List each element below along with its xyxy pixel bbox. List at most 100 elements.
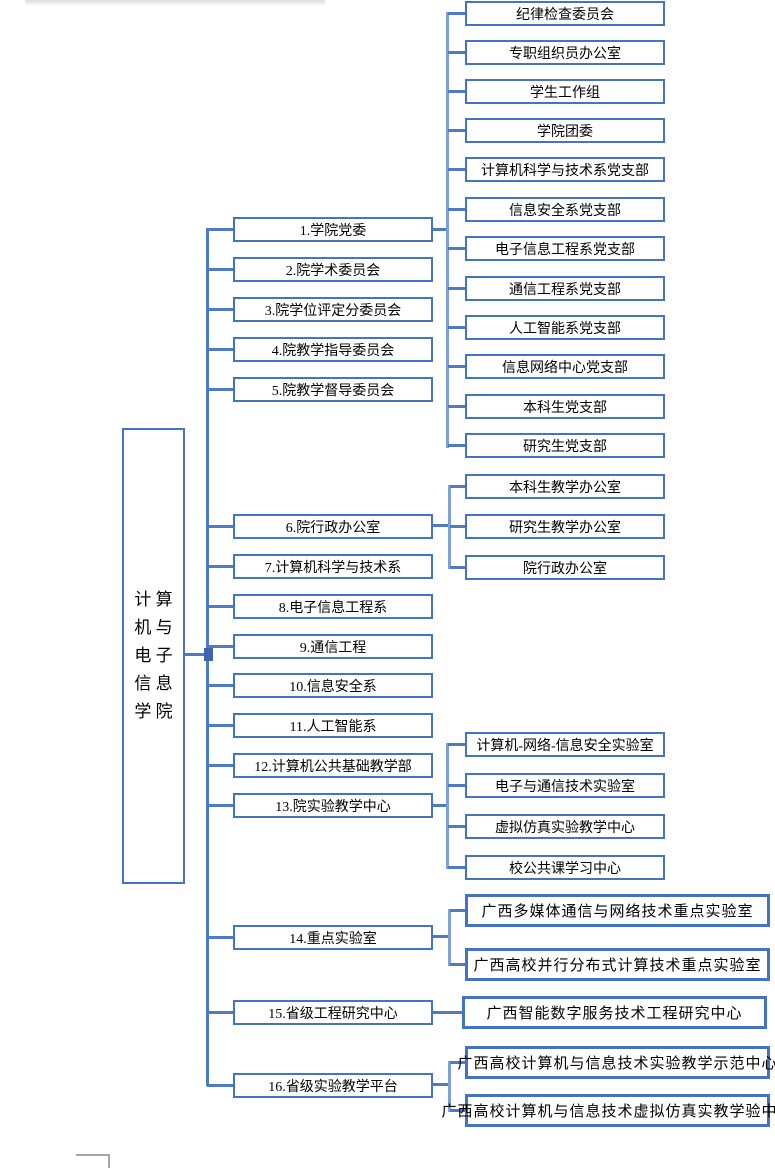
org-node-smart-digital-service-center[interactable]: 广西智能数字服务技术工程研究中心 — [462, 996, 767, 1029]
connector-junction — [204, 648, 213, 661]
connector — [207, 388, 234, 391]
org-node-ee-dept[interactable]: 8.电子信息工程系 — [233, 594, 433, 619]
connector — [207, 1084, 234, 1087]
connector — [448, 365, 465, 368]
org-node-demo-teaching-center[interactable]: 广西高校计算机与信息技术实验教学示范中心 — [458, 1046, 775, 1079]
trunk-party — [446, 12, 449, 448]
connector — [448, 208, 465, 211]
org-node-undergrad-party-branch[interactable]: 本科生党支部 — [465, 394, 665, 419]
org-node-ee-party-branch[interactable]: 电子信息工程系党支部 — [465, 236, 665, 261]
org-node-admin-office[interactable]: 6.院行政办公室 — [233, 514, 433, 539]
org-node-key-lab[interactable]: 14.重点实验室 — [233, 925, 433, 950]
root-label-line: 机 与 — [134, 618, 173, 637]
connector — [207, 228, 234, 231]
connector — [433, 804, 448, 807]
org-node-degree-committee[interactable]: 3.院学位评定分委员会 — [233, 297, 433, 322]
org-node-comm-dept[interactable]: 9.通信工程 — [233, 634, 433, 659]
connector — [433, 1011, 462, 1014]
connector — [207, 764, 234, 767]
connector — [207, 605, 234, 608]
org-node-multimedia-key-lab[interactable]: 广西多媒体通信与网络技术重点实验室 — [465, 894, 770, 927]
trunk-platform — [448, 1061, 451, 1112]
org-node-exp-teaching-center[interactable]: 13.院实验教学中心 — [233, 793, 433, 818]
connector — [448, 444, 465, 447]
connector — [448, 743, 465, 746]
connector — [207, 525, 234, 528]
connector — [448, 90, 465, 93]
org-node-comm-party-branch[interactable]: 通信工程系党支部 — [465, 276, 665, 301]
trunk-key-lab — [448, 909, 451, 966]
root-label-line: 电 子 — [134, 646, 173, 665]
org-node-student-work-group[interactable]: 学生工作组 — [465, 79, 665, 104]
org-node-virtual-sim-center[interactable]: 虚拟仿真实验教学中心 — [465, 814, 665, 839]
connector — [448, 12, 465, 15]
org-node-academic-committee[interactable]: 2.院学术委员会 — [233, 257, 433, 282]
org-node-undergrad-teaching-office[interactable]: 本科生教学办公室 — [465, 474, 665, 499]
org-node-eng-research-center[interactable]: 15.省级工程研究中心 — [233, 1000, 433, 1025]
connector — [207, 804, 234, 807]
connector — [207, 684, 234, 687]
connector — [207, 348, 234, 351]
connector — [448, 168, 465, 171]
org-node-teaching-platform[interactable]: 16.省级实验教学平台 — [233, 1073, 433, 1098]
org-node-grad-party-branch[interactable]: 研究生党支部 — [465, 433, 665, 458]
connector — [448, 405, 465, 408]
scan-artifact — [25, 0, 325, 6]
connector — [207, 724, 234, 727]
org-node-root[interactable]: 计 算 机 与 电 子 信 息 学 院 — [122, 428, 185, 884]
org-node-teaching-supervision[interactable]: 5.院教学督导委员会 — [233, 377, 433, 402]
org-node-teaching-guidance[interactable]: 4.院教学指导委员会 — [233, 337, 433, 362]
connector — [450, 525, 465, 528]
connector — [450, 909, 465, 912]
connector — [448, 287, 465, 290]
org-node-network-center-party-branch[interactable]: 信息网络中心党支部 — [465, 354, 665, 379]
connector — [448, 825, 465, 828]
org-node-ai-dept[interactable]: 11.人工智能系 — [233, 713, 433, 738]
connector — [448, 784, 465, 787]
connector — [450, 1061, 465, 1064]
connector — [448, 51, 465, 54]
org-node-admin-office-sub[interactable]: 院行政办公室 — [465, 555, 665, 580]
org-node-cni-security-lab[interactable]: 计算机-网络-信息安全实验室 — [465, 732, 665, 757]
connector — [207, 936, 234, 939]
connector — [207, 565, 234, 568]
org-node-youth-league[interactable]: 学院团委 — [465, 118, 665, 143]
org-node-cs-party-branch[interactable]: 计算机科学与技术系党支部 — [465, 157, 665, 182]
connector — [433, 1083, 450, 1086]
root-label-line: 计 算 — [134, 590, 173, 609]
org-node-infosec-party-branch[interactable]: 信息安全系党支部 — [465, 197, 665, 222]
connector — [450, 485, 465, 488]
connector — [433, 935, 450, 938]
connector — [450, 963, 465, 966]
org-node-infosec-dept[interactable]: 10.信息安全系 — [233, 673, 433, 698]
org-node-virtual-sim-teaching-center[interactable]: 广西高校计算机与信息技术虚拟仿真实教学验中心 — [442, 1094, 775, 1127]
root-label-line: 学 院 — [134, 702, 173, 721]
connector — [207, 645, 234, 648]
connector — [448, 247, 465, 250]
connector — [448, 326, 465, 329]
trunk-exp-center — [446, 743, 449, 869]
org-node-party-committee[interactable]: 1.学院党委 — [233, 217, 433, 242]
org-node-public-basics-dept[interactable]: 12.计算机公共基础教学部 — [233, 753, 433, 778]
connector — [207, 268, 234, 271]
org-node-e-comm-tech-lab[interactable]: 电子与通信技术实验室 — [465, 773, 665, 798]
org-node-discipline-inspection[interactable]: 纪律检查委员会 — [465, 1, 665, 26]
trunk-admin — [448, 485, 451, 569]
connector — [207, 1011, 234, 1014]
org-node-grad-teaching-office[interactable]: 研究生教学办公室 — [465, 514, 665, 539]
org-node-ai-party-branch[interactable]: 人工智能系党支部 — [465, 315, 665, 340]
connector — [448, 129, 465, 132]
root-label-line: 信 息 — [134, 674, 173, 693]
connector — [448, 866, 465, 869]
partial-gray-box — [76, 1154, 110, 1168]
org-node-cs-dept[interactable]: 7.计算机科学与技术系 — [233, 554, 433, 579]
connector — [433, 524, 450, 527]
connector — [207, 308, 234, 311]
connector — [433, 228, 448, 231]
connector — [450, 566, 465, 569]
org-node-parallel-computing-key-lab[interactable]: 广西高校并行分布式计算技术重点实验室 — [465, 948, 770, 981]
org-node-public-course-center[interactable]: 校公共课学习中心 — [465, 855, 665, 880]
org-node-organizer-office[interactable]: 专职组织员办公室 — [465, 40, 665, 65]
connector — [450, 1109, 465, 1112]
